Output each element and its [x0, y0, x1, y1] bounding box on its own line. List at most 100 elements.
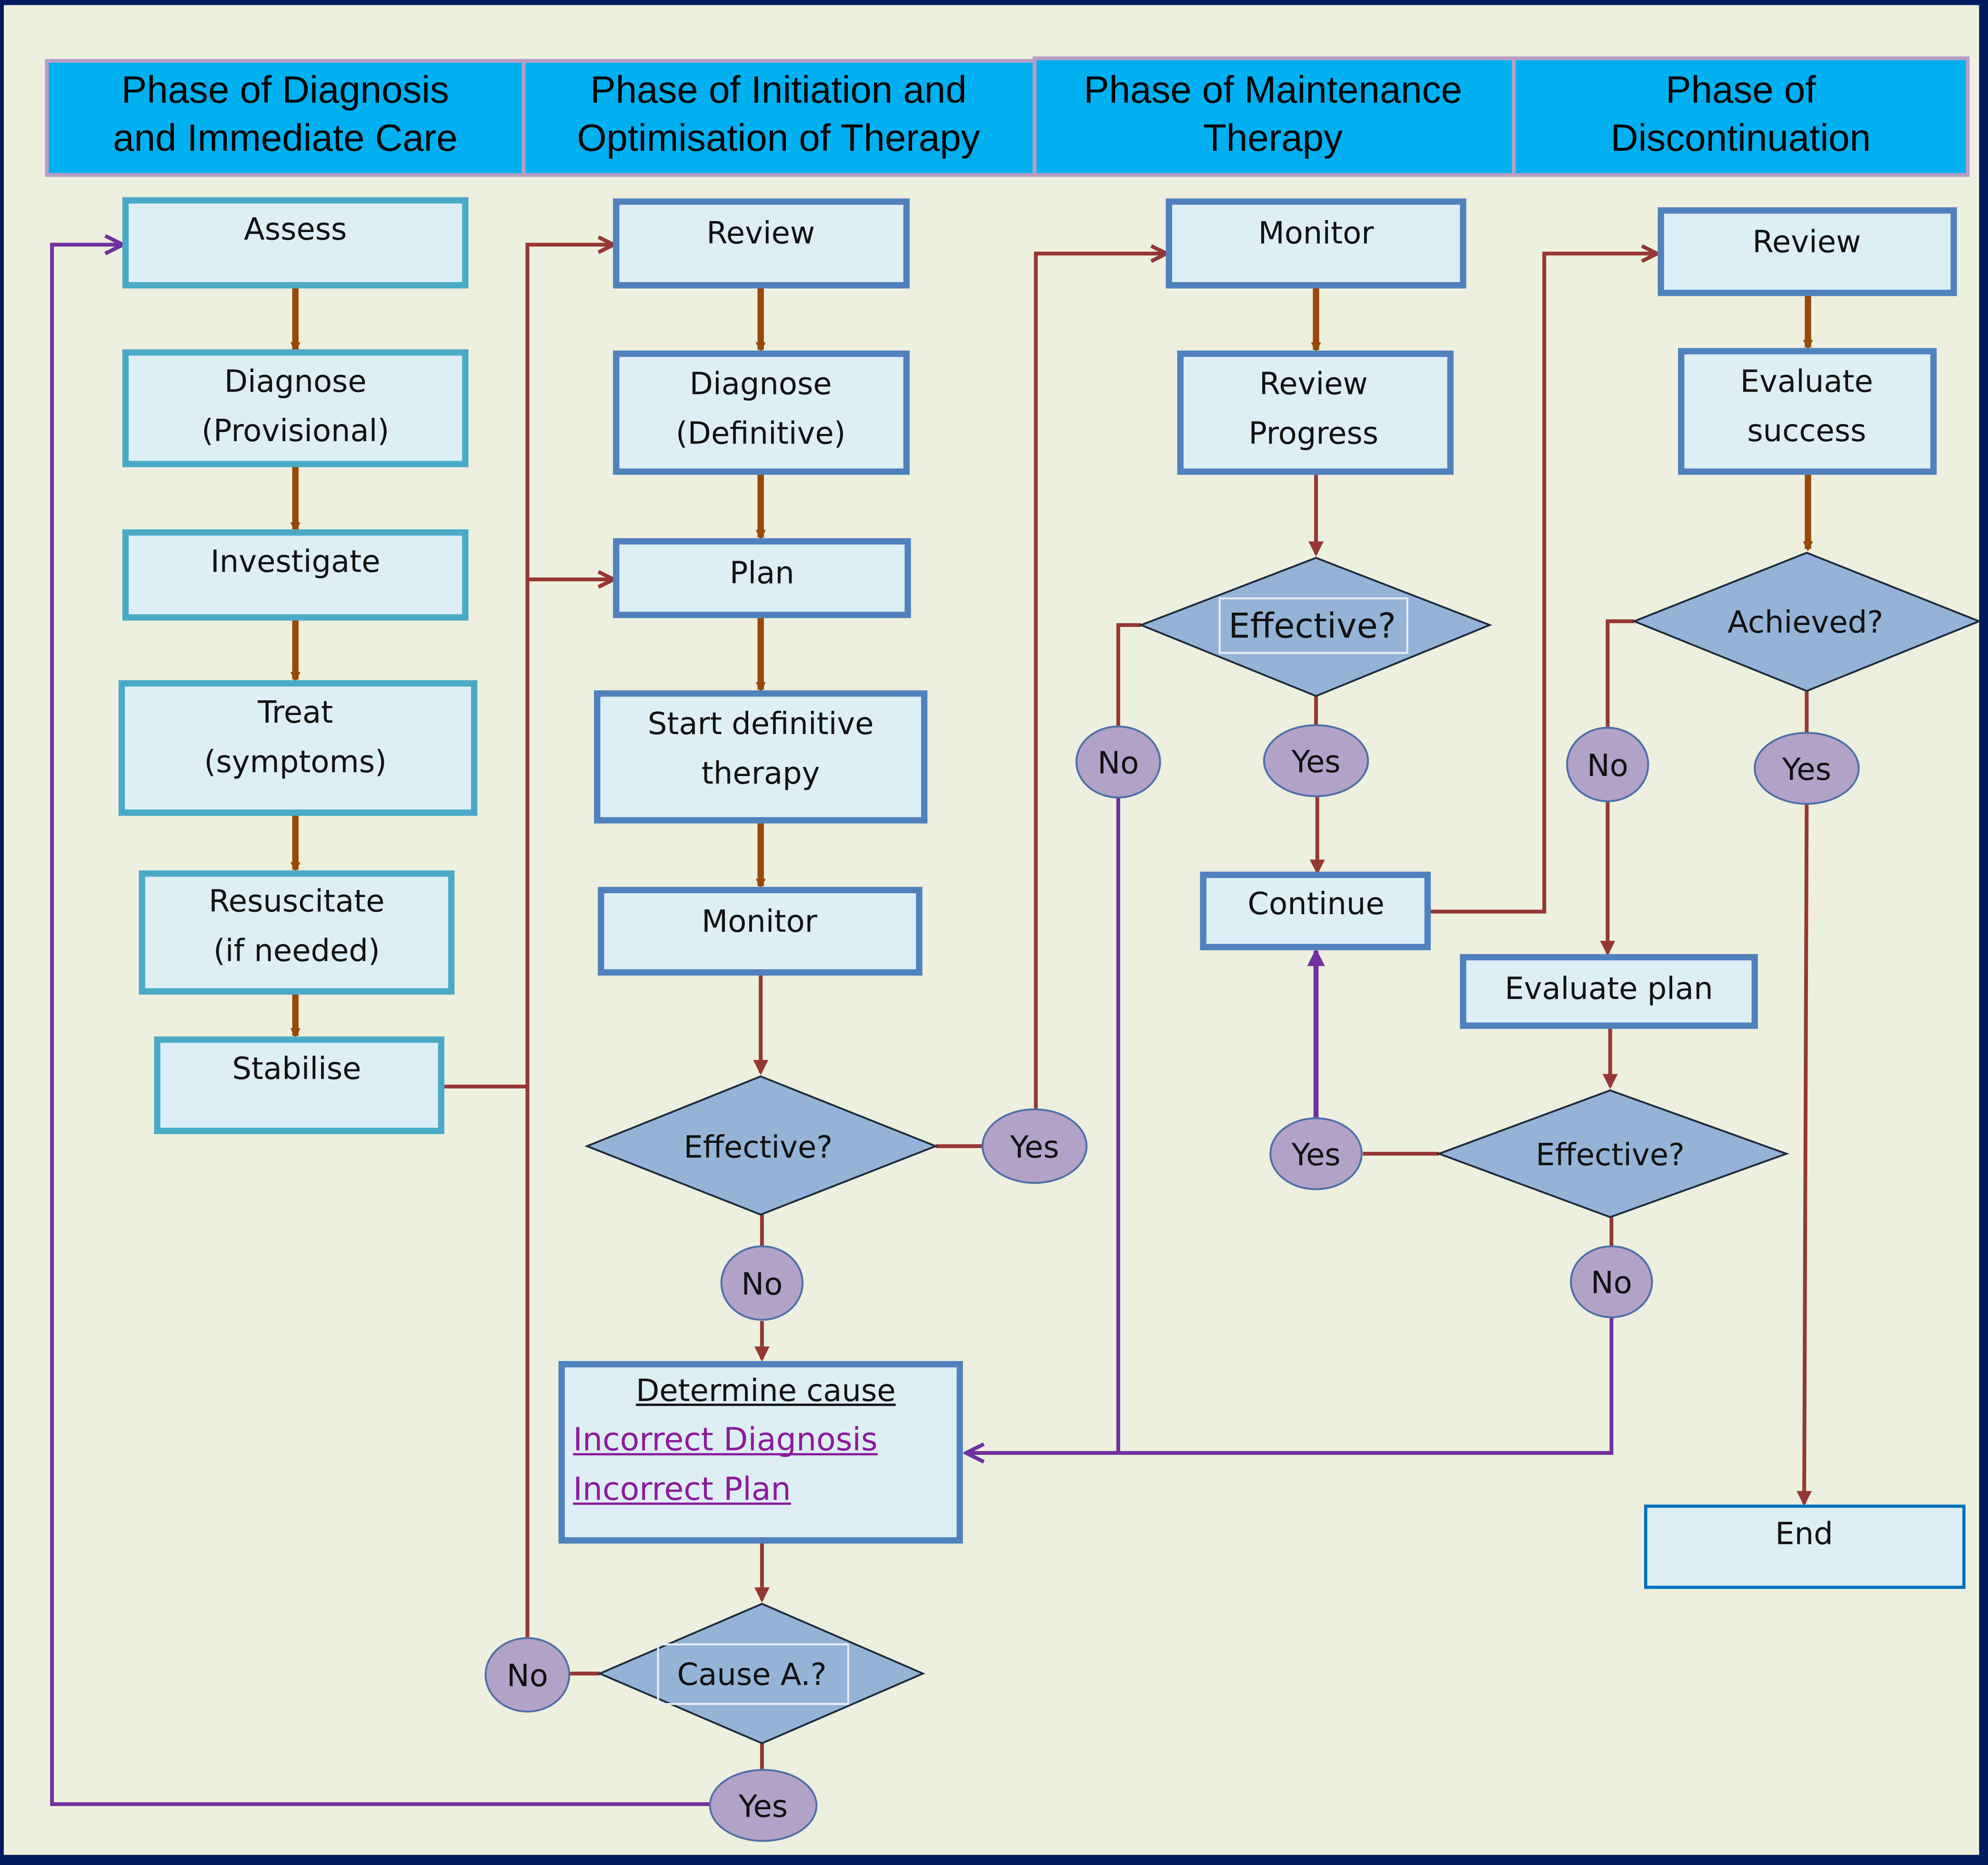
node-plan-label: Plan [730, 555, 794, 591]
node-resuscitate-line1: Resuscitate [209, 884, 384, 919]
node-diagnose-definitive-line2: (Definitive) [676, 416, 846, 452]
decision-effective-initiation-label: Effective? [684, 1130, 833, 1165]
oval-no-initiation-label: No [741, 1267, 783, 1302]
decision-achieved[interactable]: Achieved? [1631, 552, 1982, 692]
node-assess[interactable]: Assess [122, 197, 469, 289]
node-start-therapy-line1: Start definitive [648, 706, 874, 742]
node-monitor-maintenance[interactable]: Monitor [1165, 198, 1466, 289]
node-end-label: End [1775, 1517, 1833, 1552]
oval-yes-lower-maintenance-label: Yes [1291, 1138, 1341, 1173]
node-treat-line2: (symptoms) [204, 745, 387, 780]
phase-title-discontinuation-line1: Phase of [1666, 69, 1816, 111]
determine-cause-title: Determine cause [636, 1373, 895, 1409]
node-diagnose-provisional-line2: (Provisional) [201, 413, 389, 449]
phase-header-discontinuation [1512, 56, 1970, 177]
diagnosis-column: Assess Diagnose (Provisional) Investigat… [118, 197, 478, 1134]
cause-link-incorrect-diagnosis[interactable]: Incorrect Diagnosis [573, 1421, 877, 1458]
node-treat-line1: Treat [257, 695, 333, 730]
oval-no-initiation[interactable]: No [720, 1245, 804, 1321]
oval-no-lower-discontinuation[interactable]: No [1570, 1245, 1653, 1319]
oval-yes-maintenance[interactable]: Yes [1263, 724, 1369, 797]
node-start-therapy[interactable]: Start definitive therapy [594, 690, 928, 824]
decision-effective-maintenance-label: Effective? [1228, 606, 1396, 646]
node-start-therapy-line2: therapy [702, 756, 820, 791]
oval-yes-initiation-label: Yes [1010, 1130, 1059, 1165]
node-evaluate-success-line1: Evaluate [1740, 364, 1873, 399]
oval-yes-lower-maintenance[interactable]: Yes [1269, 1117, 1363, 1190]
phase-title-initiation-line1: Phase of Initiation and [590, 69, 966, 111]
decision-effective-initiation[interactable]: Effective? [584, 1075, 938, 1216]
connector-continue-to-review [1429, 253, 1657, 914]
oval-yes-discontinuation-label: Yes [1782, 752, 1831, 787]
node-determine-cause[interactable]: Determine cause Incorrect Diagnosis Inco… [558, 1361, 963, 1544]
node-monitor-maintenance-label: Monitor [1258, 216, 1375, 251]
node-investigate[interactable]: Investigate [122, 529, 469, 621]
connector-effective-to-no-maint [1116, 623, 1141, 727]
node-review-discontinuation-label: Review [1752, 225, 1861, 260]
maintenance-column: Monitor Review Progress Effective? No Ye… [1075, 198, 1493, 1190]
phase-header-diagnosis [45, 59, 526, 177]
node-review-initiation[interactable]: Review [613, 198, 910, 289]
arrow-yes-to-end [1797, 801, 1812, 1506]
oval-yes-initiation[interactable]: Yes [982, 1108, 1088, 1184]
node-treat[interactable]: Treat (symptoms) [118, 680, 478, 816]
decision-effective-discontinuation-label: Effective? [1536, 1138, 1685, 1173]
oval-no-lower-discontinuation-label: No [1591, 1266, 1632, 1301]
oval-yes-maintenance-label: Yes [1291, 745, 1341, 780]
node-monitor-initiation[interactable]: Monitor [598, 887, 923, 976]
oval-no-cause[interactable]: No [484, 1637, 571, 1713]
node-review-progress-line2: Progress [1249, 416, 1379, 452]
oval-no-maintenance[interactable]: No [1075, 726, 1161, 799]
node-evaluate-success-line2: success [1747, 413, 1866, 449]
connector-yes-to-assess [50, 245, 710, 1806]
node-diagnose-provisional-line1: Diagnose [224, 364, 367, 399]
node-resuscitate[interactable]: Resuscitate (if needed) [139, 870, 455, 995]
phase-header: Phase of Diagnosis and Immediate Care Ph… [45, 56, 1970, 177]
node-end[interactable]: End [1644, 1504, 1966, 1589]
phase-title-diagnosis-line1: Phase of Diagnosis [121, 69, 449, 111]
phase-title-maintenance-line1: Phase of Maintenance [1084, 69, 1462, 111]
node-diagnose-definitive[interactable]: Diagnose (Definitive) [613, 350, 910, 475]
cause-link-incorrect-plan[interactable]: Incorrect Plan [573, 1471, 791, 1508]
oval-no-cause-label: No [507, 1659, 548, 1694]
node-evaluate-plan[interactable]: Evaluate plan [1460, 954, 1758, 1029]
node-evaluate-success[interactable]: Evaluate success [1678, 348, 1937, 475]
connector-yes-to-monitor [1034, 253, 1166, 1111]
initiation-column: Review Diagnose (Definitive) Plan Start … [484, 198, 1088, 1842]
phase-title-discontinuation-line2: Discontinuation [1611, 117, 1871, 159]
node-evaluate-plan-label: Evaluate plan [1505, 971, 1713, 1007]
oval-no-discontinuation-label: No [1587, 748, 1628, 784]
node-continue-label: Continue [1248, 887, 1385, 922]
decision-effective-discontinuation[interactable]: Effective? [1436, 1089, 1789, 1219]
connector-stabilise-to-review [441, 245, 613, 1089]
node-monitor-initiation-label: Monitor [702, 904, 818, 939]
node-diagnose-provisional[interactable]: Diagnose (Provisional) [122, 349, 469, 467]
oval-no-maintenance-label: No [1097, 746, 1139, 781]
node-diagnose-definitive-line1: Diagnose [690, 367, 832, 402]
node-review-discontinuation[interactable]: Review [1657, 207, 1957, 296]
connectors [50, 245, 1813, 1806]
node-assess-label: Assess [244, 212, 347, 247]
oval-yes-cause-label: Yes [738, 1789, 788, 1825]
oval-no-discontinuation[interactable]: No [1566, 726, 1649, 803]
discontinuation-column: Review Evaluate success Achieved? No Yes… [1436, 207, 1982, 1589]
node-resuscitate-line2: (if needed) [213, 933, 380, 968]
phase-title-diagnosis-line2: and Immediate Care [113, 117, 457, 159]
node-investigate-label: Investigate [211, 544, 381, 579]
decision-effective-maintenance[interactable]: Effective? [1138, 556, 1493, 697]
node-plan[interactable]: Plan [613, 538, 911, 618]
node-review-progress[interactable]: Review Progress [1177, 350, 1454, 475]
oval-yes-cause[interactable]: Yes [709, 1769, 818, 1842]
connector-no-to-determine-disc [966, 1317, 1614, 1453]
node-stabilise-label: Stabilise [232, 1051, 361, 1087]
node-stabilise[interactable]: Stabilise [154, 1036, 445, 1134]
oval-yes-discontinuation[interactable]: Yes [1754, 732, 1860, 805]
phase-title-maintenance-line2: Therapy [1203, 117, 1343, 159]
node-continue[interactable]: Continue [1200, 871, 1431, 950]
phase-title-initiation-line2: Optimisation of Therapy [577, 117, 980, 159]
connector-achieved-to-no [1606, 619, 1635, 728]
node-review-initiation-label: Review [706, 216, 815, 251]
decision-cause[interactable]: Cause A.? [597, 1603, 925, 1744]
node-review-progress-line1: Review [1259, 367, 1368, 402]
